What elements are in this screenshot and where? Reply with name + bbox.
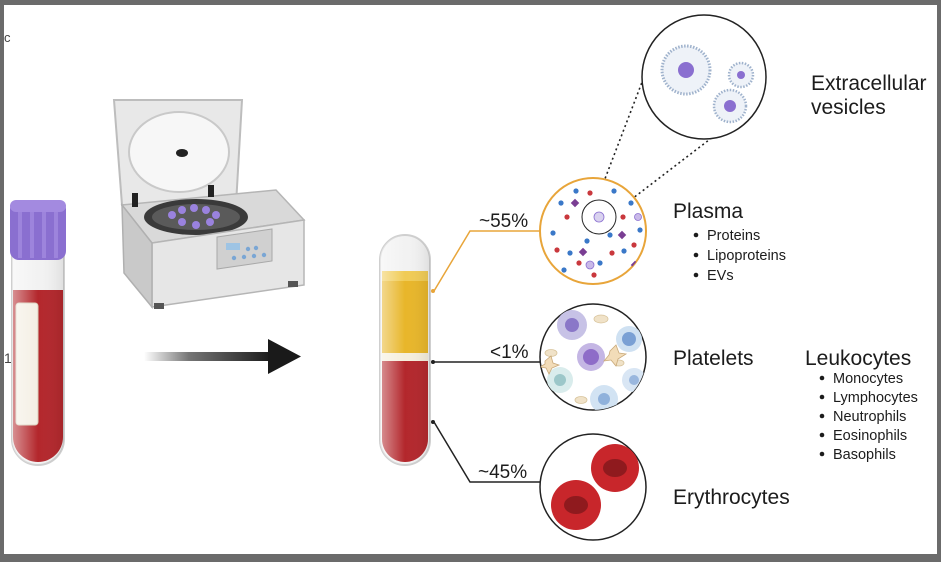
centrifuge-icon (112, 99, 306, 310)
list-item: Neutrophils (833, 409, 906, 425)
list-item: Lymphocytes (833, 390, 918, 406)
separated-tube-icon (379, 234, 435, 466)
leader-lines (433, 76, 723, 483)
leukocytes-title: Leukocytes (805, 347, 911, 370)
list-item: Eosinophils (833, 428, 907, 444)
list-item: Monocytes (833, 371, 903, 387)
figure-frame: c 1 (4, 5, 937, 554)
erythrocytes-circle (539, 433, 647, 541)
arrow-right-icon (144, 339, 301, 374)
erythrocytes-percent: ~45% (478, 462, 527, 483)
plasma-percent: ~55% (479, 211, 528, 232)
platelets-title: Platelets (673, 347, 754, 370)
list-item: Basophils (833, 447, 896, 463)
platelets-percent: <1% (490, 342, 529, 363)
extracellular-vesicles-circle (641, 14, 767, 140)
plasma-title: Plasma (673, 200, 743, 223)
erythrocytes-title: Erythrocytes (673, 486, 790, 509)
list-item: Proteins (707, 228, 760, 244)
leukocytes-list: Monocytes Lymphocytes Neutrophils Eosino… (819, 371, 918, 463)
blood-fractionation-diagram: ~55% <1% ~45% Extracellular vesicles Pla… (10, 14, 927, 541)
plasma-list: Proteins Lipoproteins EVs (693, 228, 786, 284)
plasma-circle (539, 177, 647, 285)
left-edge-fragment: c (4, 30, 11, 45)
left-edge-fragment: 1 (4, 350, 12, 366)
extracellular-vesicles-title-line1: Extracellular (811, 72, 927, 95)
blood-tube-icon (10, 200, 66, 466)
extracellular-vesicles-title-line2: vesicles (811, 96, 886, 119)
list-item: EVs (707, 268, 734, 284)
cells-circle (539, 303, 647, 411)
list-item: Lipoproteins (707, 248, 786, 264)
